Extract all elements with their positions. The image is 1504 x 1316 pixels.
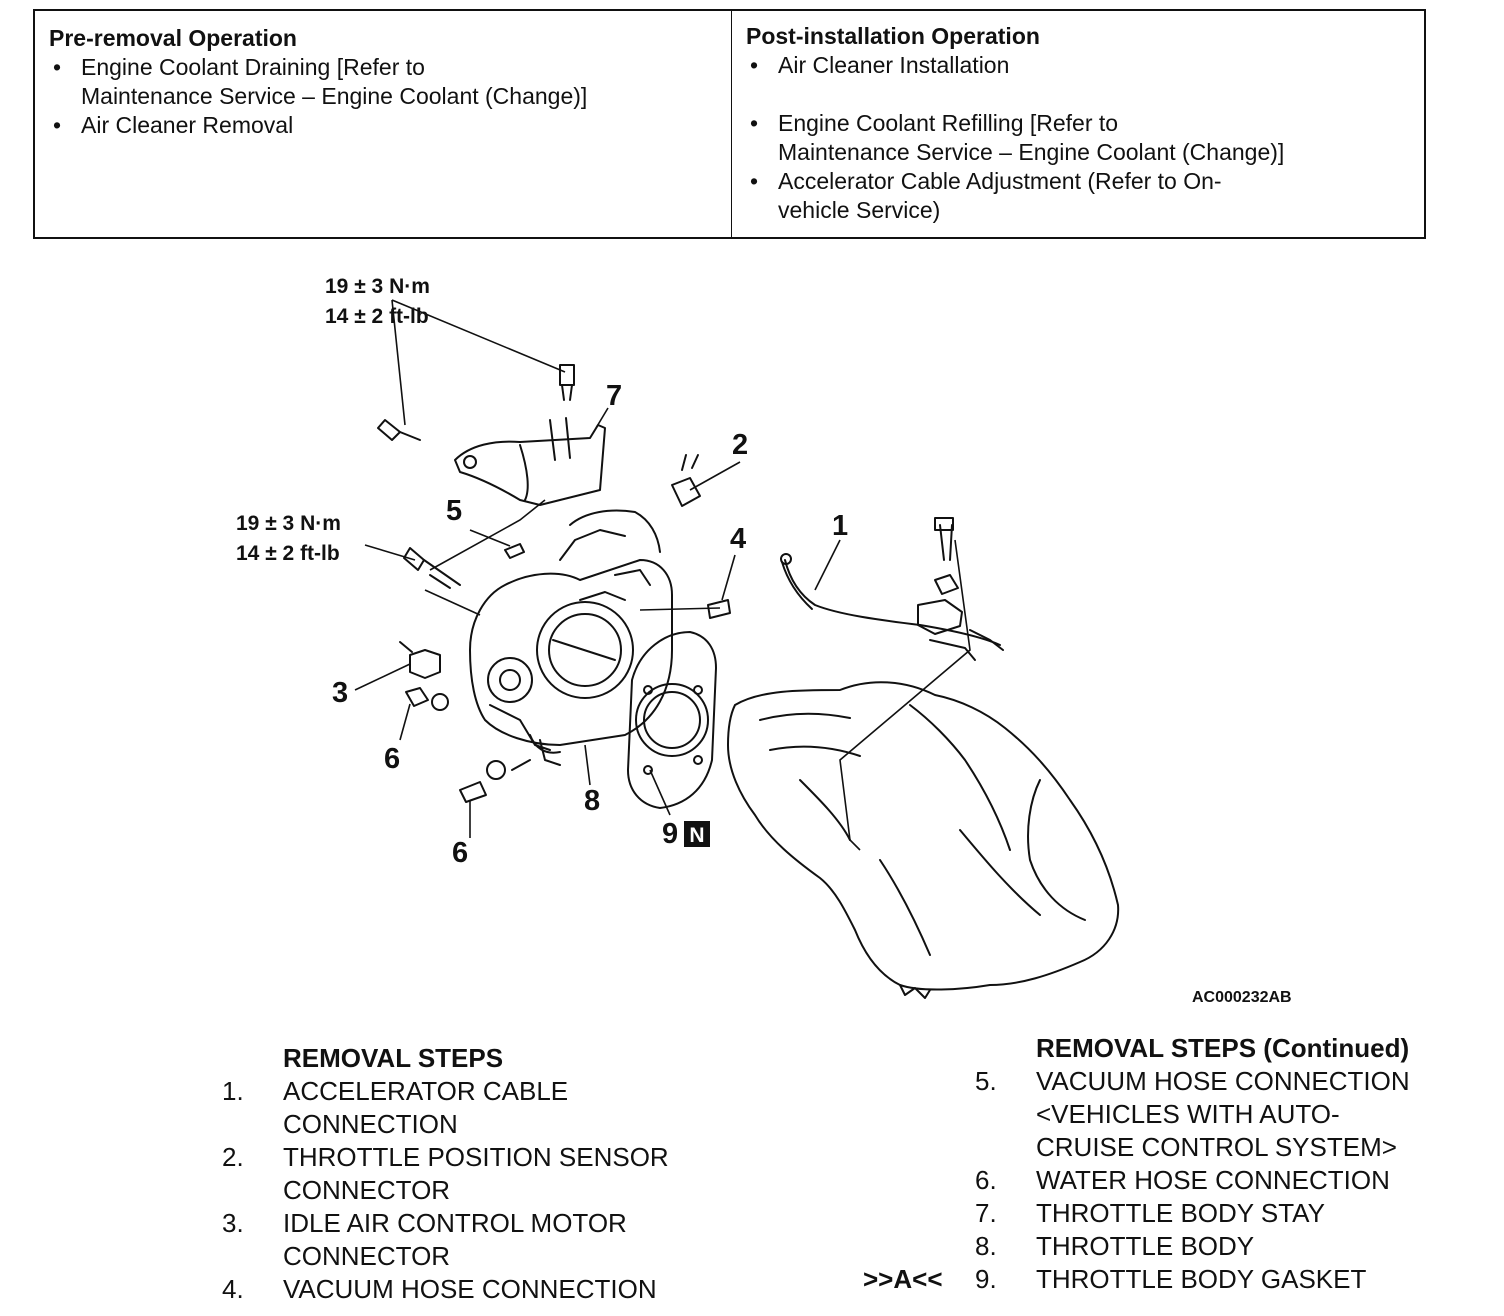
step-text: THROTTLE BODY STAY: [1036, 1198, 1325, 1228]
post-installation-item: • Air Cleaner Installation: [746, 51, 1410, 80]
step-text: THROTTLE BODY GASKET: [1036, 1264, 1367, 1294]
bullet-icon: •: [53, 112, 62, 138]
hoses-drawing: [405, 543, 731, 803]
step-text: THROTTLE BODY: [1036, 1231, 1255, 1261]
step-number: 7.: [975, 1198, 997, 1228]
installation-reference-mark: >>A<<: [863, 1264, 943, 1294]
step-text: IDLE AIR CONTROL MOTOR: [283, 1208, 627, 1238]
torque-lower-nm: 19 ± 3 N·m: [236, 512, 341, 535]
post-installation-item-line: Air Cleaner Installation: [778, 52, 1010, 78]
pre-removal-item: • Air Cleaner Removal: [49, 111, 717, 140]
step-number: 1.: [222, 1076, 244, 1106]
pre-removal-item-line: Air Cleaner Removal: [81, 112, 294, 138]
callout-4: 4: [730, 523, 746, 555]
post-installation-item-line: vehicle Service): [778, 197, 941, 223]
mounting-bolts-drawing: [377, 364, 575, 589]
step-text: THROTTLE POSITION SENSOR: [283, 1142, 669, 1172]
removal-steps-continued-title: REMOVAL STEPS (Continued): [1036, 1033, 1410, 1063]
post-installation-item: • Accelerator Cable Adjustment (Refer to…: [746, 167, 1410, 225]
step-number: 2.: [222, 1142, 244, 1172]
step-number: 4.: [222, 1274, 244, 1304]
operations-table: Pre-removal Operation • Engine Coolant D…: [33, 9, 1426, 239]
torque-upper-ftlb: 14 ± 2 ft-lb: [325, 305, 429, 328]
pre-removal-item: • Engine Coolant Draining [Refer to Main…: [49, 53, 717, 111]
removal-steps-title: REMOVAL STEPS: [283, 1043, 504, 1073]
step-text: <VEHICLES WITH AUTO-: [1036, 1099, 1340, 1129]
removal-step: 1. ACCELERATOR CABLE CONNECTION: [222, 1075, 742, 1141]
removal-step: 3. IDLE AIR CONTROL MOTOR CONNECTOR: [222, 1207, 742, 1273]
removal-step: 7. THROTTLE BODY STAY: [975, 1197, 1495, 1230]
callout-3: 3: [332, 677, 348, 709]
step-text: CONNECTOR: [283, 1175, 451, 1205]
callout-7: 7: [606, 380, 622, 412]
step-number: 3.: [222, 1208, 244, 1238]
post-installation-item: • Engine Coolant Refilling [Refer to Mai…: [746, 109, 1410, 167]
post-installation-item-line: Maintenance Service – Engine Coolant (Ch…: [778, 139, 1285, 165]
step-text: WATER HOSE CONNECTION: [1036, 1165, 1390, 1195]
throttle-body-exploded-diagram: 19 ± 3 N·m 14 ± 2 ft-lb 19 ± 3 N·m 14 ± …: [236, 275, 1292, 1006]
pre-removal-item-line: Engine Coolant Draining [Refer to: [81, 54, 425, 80]
step-text: CONNECTION: [283, 1109, 458, 1139]
step-text: CONNECTOR: [283, 1241, 451, 1271]
removal-steps-list: REMOVAL STEPS 1. ACCELERATOR CABLE CONNE…: [222, 1042, 742, 1306]
bullet-icon: •: [750, 110, 759, 136]
step-number: 9.: [975, 1264, 997, 1294]
callout-9: 9: [662, 818, 678, 850]
step-text: VACUUM HOSE CONNECTION: [1036, 1066, 1410, 1096]
new-part-badge-label: N: [689, 824, 704, 847]
step-number: 5.: [975, 1066, 997, 1096]
callout-2: 2: [732, 429, 748, 461]
callout-1: 1: [832, 510, 848, 542]
removal-step: 4. VACUUM HOSE CONNECTION: [222, 1273, 742, 1306]
removal-step: >>A<< 9. THROTTLE BODY GASKET: [863, 1263, 1495, 1296]
step-number: 6.: [975, 1165, 997, 1195]
removal-step: 5. VACUUM HOSE CONNECTION <VEHICLES WITH…: [975, 1065, 1495, 1164]
post-installation-title: Post-installation Operation: [746, 23, 1040, 49]
throttle-body-drawing: [469, 509, 673, 766]
callout-5: 5: [446, 495, 462, 527]
bullet-icon: •: [750, 52, 759, 78]
pre-removal-title: Pre-removal Operation: [49, 25, 297, 51]
step-number: 8.: [975, 1231, 997, 1261]
callout-6: 6: [384, 743, 400, 775]
figure-id: AC000232AB: [1192, 989, 1292, 1006]
idle-air-control-connector-drawing: [399, 641, 441, 679]
callout-6: 6: [452, 837, 468, 869]
post-installation-item-line: Engine Coolant Refilling [Refer to: [778, 110, 1119, 136]
bullet-icon: •: [53, 54, 62, 80]
intake-manifold-drawing: [727, 681, 1120, 999]
step-text: VACUUM HOSE CONNECTION: [283, 1274, 657, 1304]
pre-removal-column: Pre-removal Operation • Engine Coolant D…: [35, 11, 732, 237]
throttle-body-gasket-drawing: [627, 631, 717, 809]
callout-leader-lines: [354, 299, 971, 851]
step-text: CRUISE CONTROL SYSTEM>: [1036, 1132, 1397, 1162]
bullet-icon: •: [750, 168, 759, 194]
torque-upper-nm: 19 ± 3 N·m: [325, 275, 430, 298]
removal-steps-continued-list: REMOVAL STEPS (Continued) 5. VACUUM HOSE…: [863, 1032, 1495, 1296]
throttle-body-stay-drawing: [454, 417, 606, 506]
pre-removal-item-line: Maintenance Service – Engine Coolant (Ch…: [81, 83, 588, 109]
removal-step: 8. THROTTLE BODY: [975, 1230, 1495, 1263]
accelerator-cable-drawing: [780, 517, 1004, 661]
post-installation-item-line: Accelerator Cable Adjustment (Refer to O…: [778, 168, 1222, 194]
post-installation-column: Post-installation Operation • Air Cleane…: [732, 11, 1424, 237]
removal-step: 6. WATER HOSE CONNECTION: [975, 1164, 1495, 1197]
callout-8: 8: [584, 785, 600, 817]
step-text: ACCELERATOR CABLE: [283, 1076, 569, 1106]
throttle-position-sensor-connector-drawing: [671, 454, 701, 507]
removal-step: 2. THROTTLE POSITION SENSOR CONNECTOR: [222, 1141, 742, 1207]
new-part-badge-icon: [684, 821, 710, 847]
torque-lower-ftlb: 14 ± 2 ft-lb: [236, 542, 340, 565]
